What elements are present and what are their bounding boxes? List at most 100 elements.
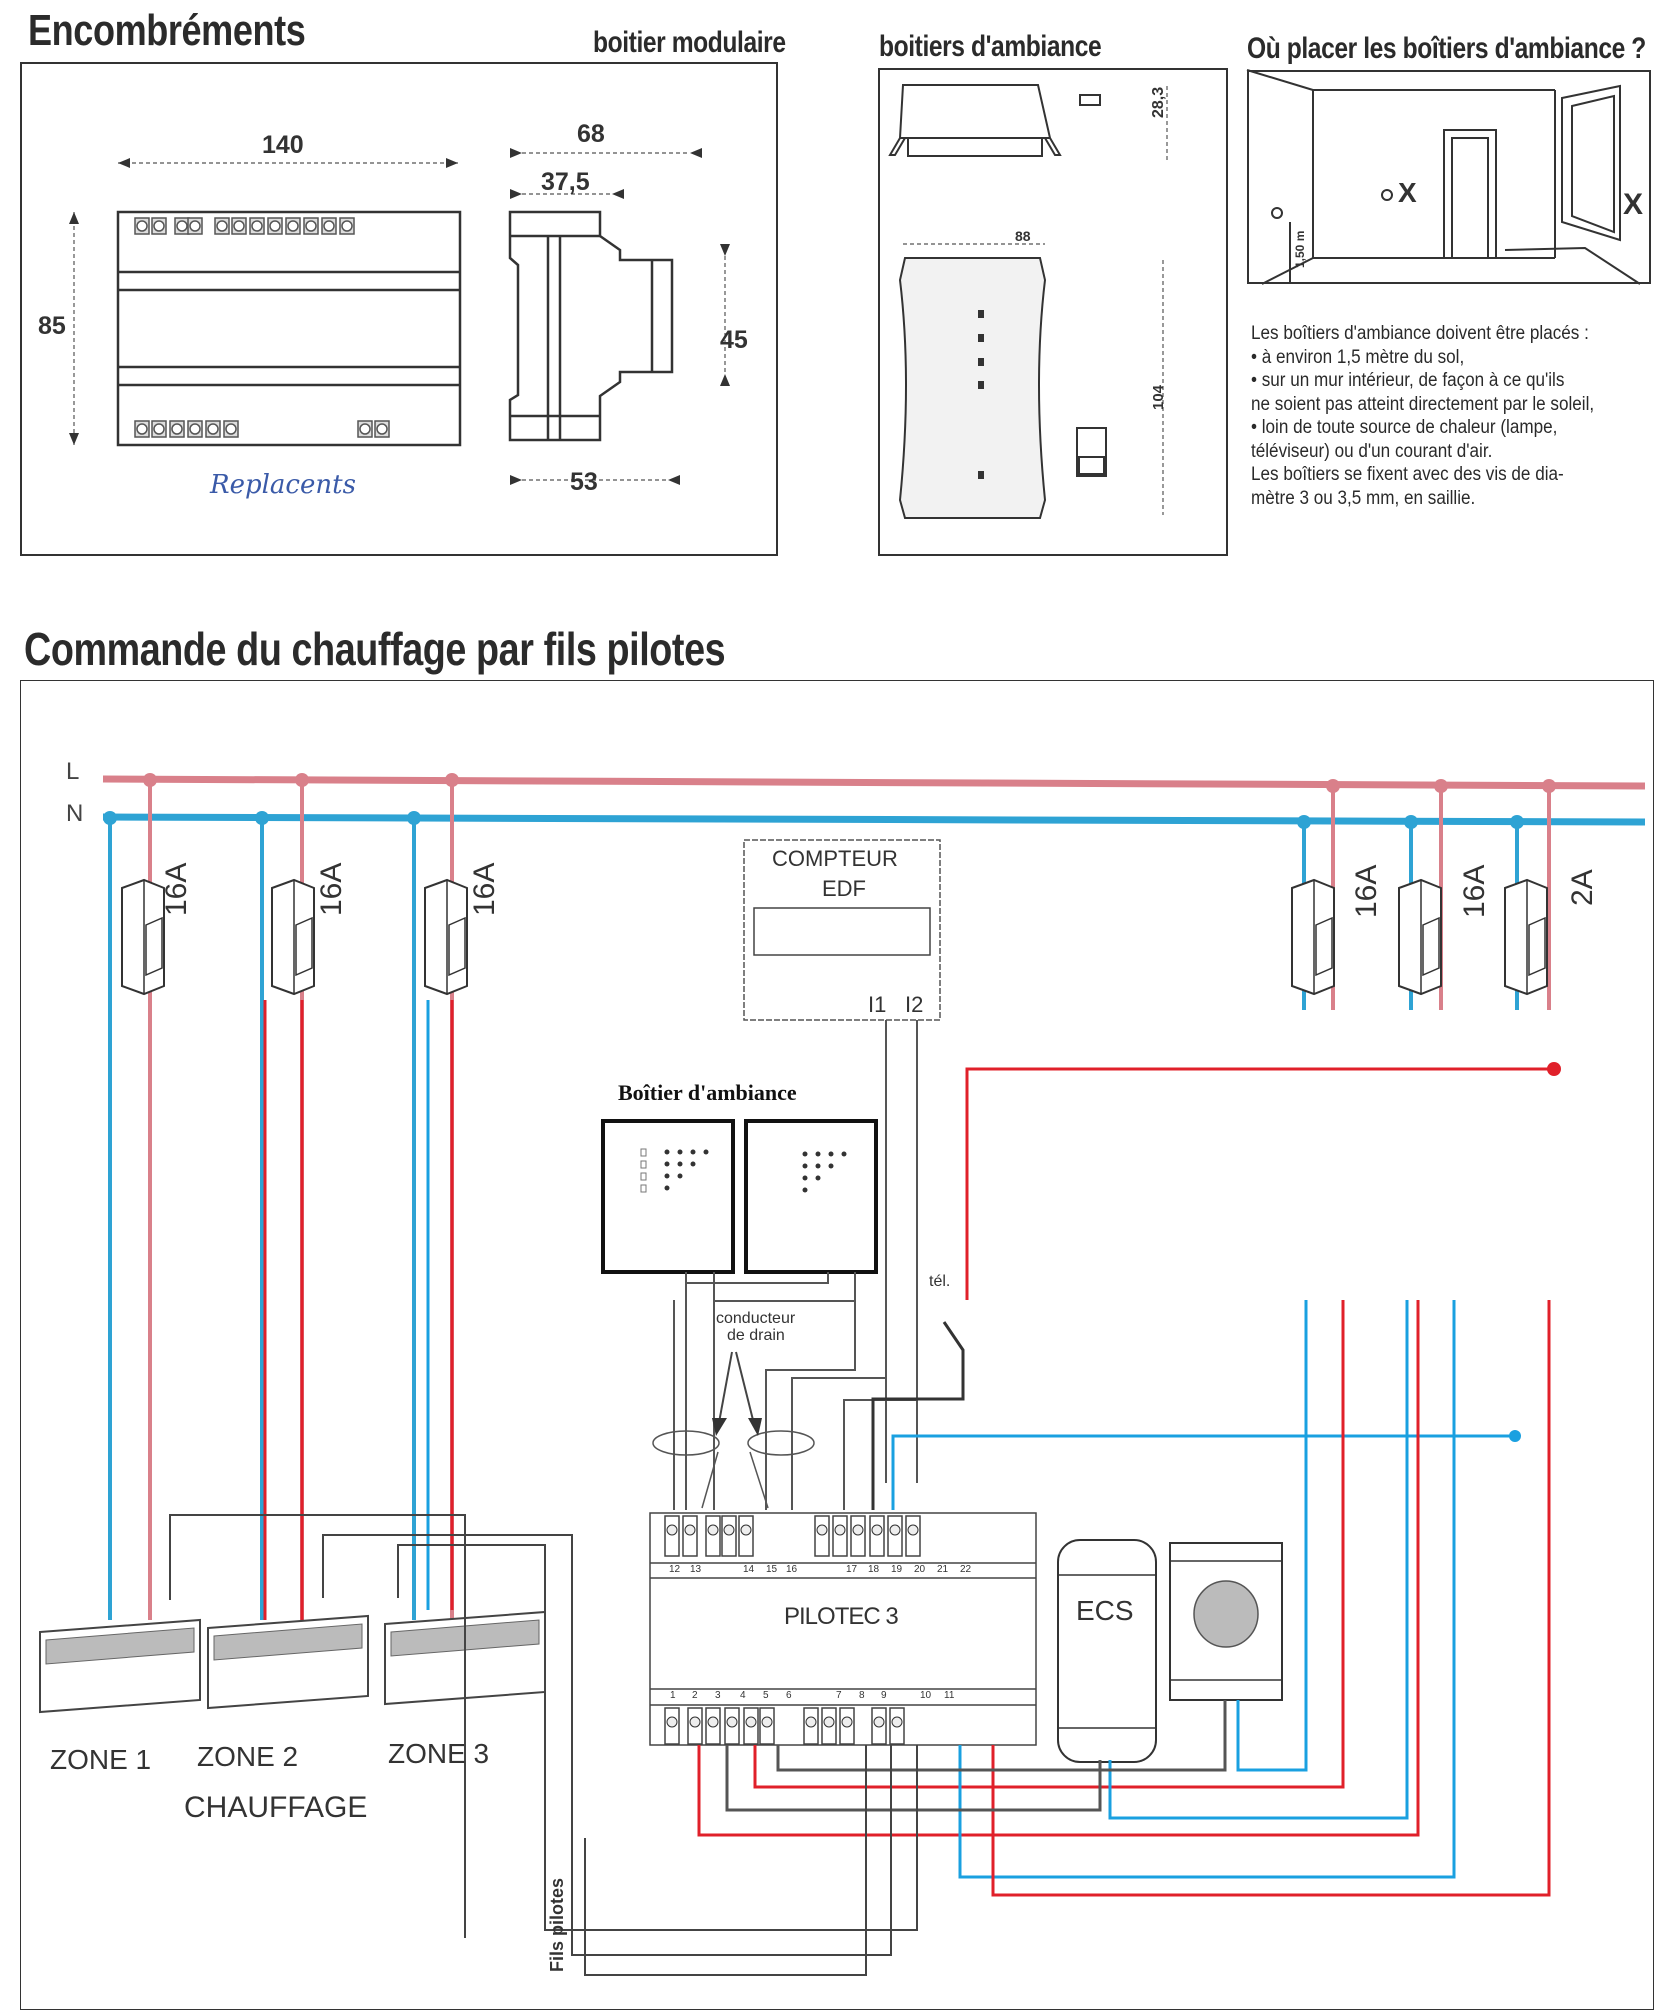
note-line: Les boîtiers d'ambiance doivent être pla…: [1251, 323, 1589, 344]
screw-head: [761, 1716, 773, 1728]
indicator-dot: [664, 1161, 670, 1167]
terminal-number: 15: [766, 1564, 778, 1575]
terminal-number: 17: [846, 1564, 858, 1575]
indicator-led: [640, 1172, 647, 1181]
terminal-number: 1: [670, 1690, 676, 1701]
diagram-title: Commande du chauffage par fils pilotes: [24, 623, 726, 675]
screw-head: [805, 1716, 817, 1728]
indicator-dot: [664, 1173, 670, 1179]
note-line: ne soient pas atteint directement par le…: [1251, 393, 1595, 415]
top-drawings: X X: [69, 69, 1643, 519]
terminal-number: 9: [881, 1690, 887, 1701]
screw-head: [341, 220, 353, 232]
screw-head: [176, 220, 188, 232]
terminal-number: 21: [937, 1564, 949, 1575]
screw-head: [216, 220, 228, 232]
screw-terminal: [869, 1515, 885, 1557]
junction-dot: [295, 773, 309, 787]
screw-head: [359, 423, 371, 435]
screw-head: [723, 1524, 735, 1536]
neutral-feed-blue: [891, 1434, 1515, 1510]
convector-heater: [39, 1618, 201, 1714]
indicator-dot: [690, 1149, 696, 1155]
note-line: téléviseur) ou d'un courant d'air.: [1251, 440, 1493, 462]
indicator-led: [640, 1184, 647, 1193]
convector-heater: [207, 1614, 369, 1710]
screw-head: [684, 1524, 696, 1536]
terminal-number: 10: [920, 1690, 932, 1701]
breaker-rating: 16A: [160, 862, 193, 916]
neutral-bus: [102, 813, 1646, 826]
neutral-bus-label: N: [66, 800, 84, 827]
breaker-rating: 16A: [1458, 864, 1491, 918]
note-line: • loin de toute source de chaleur (lampe…: [1251, 417, 1558, 438]
circuit-breaker: [1398, 878, 1442, 996]
indicator-dot: [677, 1149, 683, 1155]
heater-grille: [213, 1623, 363, 1661]
screw-head: [136, 220, 148, 232]
breaker-rating: 16A: [315, 862, 348, 916]
terminal-number: 4: [740, 1690, 746, 1701]
drain-label-line2: de drain: [727, 1327, 785, 1344]
modular-dimensions-panel: [20, 62, 778, 556]
drain-label-line1: conducteur: [716, 1310, 796, 1327]
zone-1-label: ZONE 1: [50, 1744, 152, 1775]
circuit-breaker: [121, 878, 165, 996]
ambiance-box-2: [744, 1119, 878, 1274]
indicator-dot: [664, 1185, 670, 1191]
dim-depth-37-5: 37,5: [541, 168, 590, 196]
indicator-dot: [815, 1175, 821, 1181]
junction-dot: [1434, 779, 1448, 793]
terminal-number: 22: [960, 1564, 972, 1575]
circuit-breaker: [424, 878, 468, 996]
terminal-number: 14: [743, 1564, 755, 1575]
screw-head: [251, 220, 263, 232]
screw-head: [745, 1716, 757, 1728]
ambiance-dimensions-panel: [878, 68, 1228, 556]
terminal-number: 16: [786, 1564, 798, 1575]
terminal-number: 5: [763, 1690, 769, 1701]
screw-head: [225, 423, 237, 435]
screw-head: [666, 1716, 678, 1728]
indicator-dot: [664, 1149, 670, 1155]
meter-display: [753, 907, 931, 956]
screw-head: [189, 423, 201, 435]
terminal-number: 3: [715, 1690, 721, 1701]
zone-3-label: ZONE 3: [388, 1738, 490, 1769]
screw-terminal: [850, 1515, 866, 1557]
wrong-placement-mark: X: [1398, 177, 1417, 208]
screw-head: [816, 1524, 828, 1536]
screw-head: [871, 1524, 883, 1536]
screw-head: [269, 220, 281, 232]
ambiance-top-view: [888, 84, 1101, 157]
screw-head: [233, 220, 245, 232]
screw-head: [707, 1524, 719, 1536]
circuit-breaker: [1291, 878, 1335, 996]
screw-head: [889, 1524, 901, 1536]
heater-grille: [45, 1627, 195, 1665]
dim-front-height-45: 45: [720, 326, 748, 354]
terminal-number: 11: [944, 1690, 955, 1701]
breaker-toggle-icon: [1315, 916, 1333, 977]
terminal-number: 13: [690, 1564, 702, 1575]
circuit-breaker: [1504, 878, 1548, 996]
junction-dot: [1510, 815, 1524, 829]
terminal-number: 7: [836, 1690, 842, 1701]
note-line: Les boîtiers se fixent avec des vis de d…: [1251, 464, 1564, 485]
junction-dot: [255, 811, 269, 825]
note-line: mètre 3 ou 3,5 mm, en saillie.: [1251, 487, 1476, 509]
dim-depth-53: 53: [570, 468, 598, 496]
breaker-toggle-icon: [145, 916, 163, 977]
meter-terminal-i1: I1: [868, 992, 887, 1017]
indicator-dot: [828, 1151, 834, 1157]
heading-placement: Où placer les boîtiers d'ambiance ?: [1247, 32, 1646, 65]
dim-width-140: 140: [262, 131, 304, 159]
note-line: • sur un mur intérieur, de façon à ce qu…: [1251, 370, 1565, 391]
screw-terminal: [682, 1515, 698, 1557]
screw-head: [823, 1716, 835, 1728]
screw-head: [841, 1716, 853, 1728]
terminal-number: 2: [692, 1690, 698, 1701]
terminal-number: 20: [914, 1564, 926, 1575]
note-line: • à environ 1,5 mètre du sol,: [1251, 346, 1465, 368]
breaker-rating: 2A: [1566, 869, 1599, 906]
